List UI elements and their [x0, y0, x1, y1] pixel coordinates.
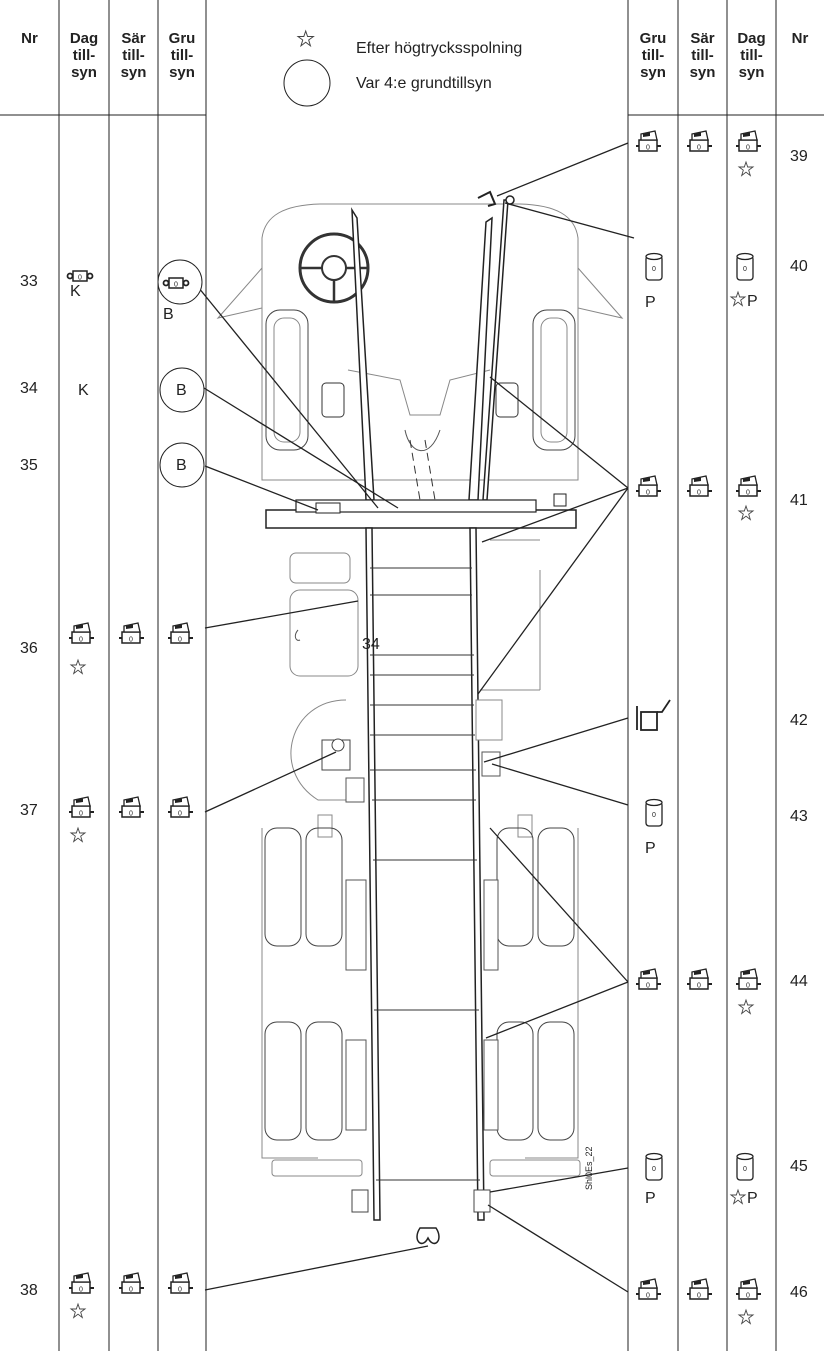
grease-gun-icon	[118, 622, 145, 645]
header-nr-right: Nr	[791, 30, 809, 47]
grease-gun-icon	[167, 622, 194, 645]
legend-circle-icon	[283, 59, 331, 107]
label-p-40-gru: P	[645, 294, 656, 311]
oil-can-icon	[645, 798, 663, 827]
grease-gun-icon	[68, 622, 95, 645]
label-k-34: K	[78, 382, 89, 399]
grease-gun-icon	[735, 130, 762, 153]
star-icon	[70, 827, 86, 842]
oil-can-icon	[736, 252, 754, 281]
grease-gun-icon	[686, 1278, 713, 1301]
chassis-drawing	[216, 190, 624, 1245]
right-icons	[635, 130, 762, 1324]
oil-can-icon	[736, 1152, 754, 1181]
grease-gun-icon	[68, 796, 95, 819]
circle-marker-35	[159, 442, 205, 488]
oil-jug-icon	[636, 699, 671, 731]
label-b-34: B	[176, 382, 187, 399]
label-b-35: B	[176, 457, 187, 474]
grease-gun-icon	[686, 130, 713, 153]
row-number-39: 39	[790, 148, 808, 165]
star-icon	[738, 161, 754, 176]
legend-star-icon	[297, 30, 314, 47]
row-number-34: 34	[20, 380, 38, 397]
grease-gun-icon	[686, 475, 713, 498]
row-number-35: 35	[20, 457, 38, 474]
left-icons	[66, 259, 205, 1318]
label-p-40-dag: P	[747, 293, 758, 310]
label-k-33: K	[70, 283, 81, 300]
label-p-43-gru: P	[645, 840, 656, 857]
row-number-36: 36	[20, 640, 38, 657]
figure-id: Shl0Es_22	[584, 1146, 594, 1190]
row-number-33: 33	[20, 273, 38, 290]
row-number-43: 43	[790, 808, 808, 825]
row-number-40: 40	[790, 258, 808, 275]
star-icon	[738, 505, 754, 520]
star-icon	[738, 1309, 754, 1324]
row-number-46: 46	[790, 1284, 808, 1301]
label-p-45-gru: P	[645, 1190, 656, 1207]
star-icon	[70, 1303, 86, 1318]
oil-can-icon	[645, 252, 663, 281]
grease-gun-icon	[735, 968, 762, 991]
grease-nipple-icon	[66, 270, 94, 283]
star-icon	[70, 659, 86, 674]
label-p-45-dag: P	[747, 1190, 758, 1207]
legend-star-text: Efter högtrycksspolning	[356, 40, 523, 57]
legend-circle-text: Var 4:e grundtillsyn	[356, 75, 492, 92]
row-number-41: 41	[790, 492, 808, 509]
grease-gun-icon	[735, 1278, 762, 1301]
grease-gun-icon	[68, 1272, 95, 1295]
leader-lines	[193, 142, 635, 1293]
header-nr-left: Nr	[21, 30, 38, 47]
grease-gun-icon	[635, 1278, 662, 1301]
grease-gun-icon	[167, 1272, 194, 1295]
row-number-44: 44	[790, 973, 808, 990]
grease-gun-icon	[686, 968, 713, 991]
grease-gun-icon	[635, 968, 662, 991]
circle-marker-34	[159, 367, 205, 413]
grease-gun-icon	[167, 796, 194, 819]
star-icon	[738, 999, 754, 1014]
grease-gun-icon	[118, 1272, 145, 1295]
row-number-45: 45	[790, 1158, 808, 1175]
row-number-37: 37	[20, 802, 38, 819]
row-number-38: 38	[20, 1282, 38, 1299]
grease-gun-icon	[118, 796, 145, 819]
grease-gun-icon	[635, 130, 662, 153]
star-icon	[730, 1189, 746, 1204]
oil-can-icon	[645, 1152, 663, 1181]
grease-gun-icon	[635, 475, 662, 498]
grease-gun-icon	[735, 475, 762, 498]
frame-callout: 34	[362, 636, 380, 653]
label-b-33: B	[163, 306, 174, 323]
row-number-42: 42	[790, 712, 808, 729]
star-icon	[730, 291, 746, 306]
